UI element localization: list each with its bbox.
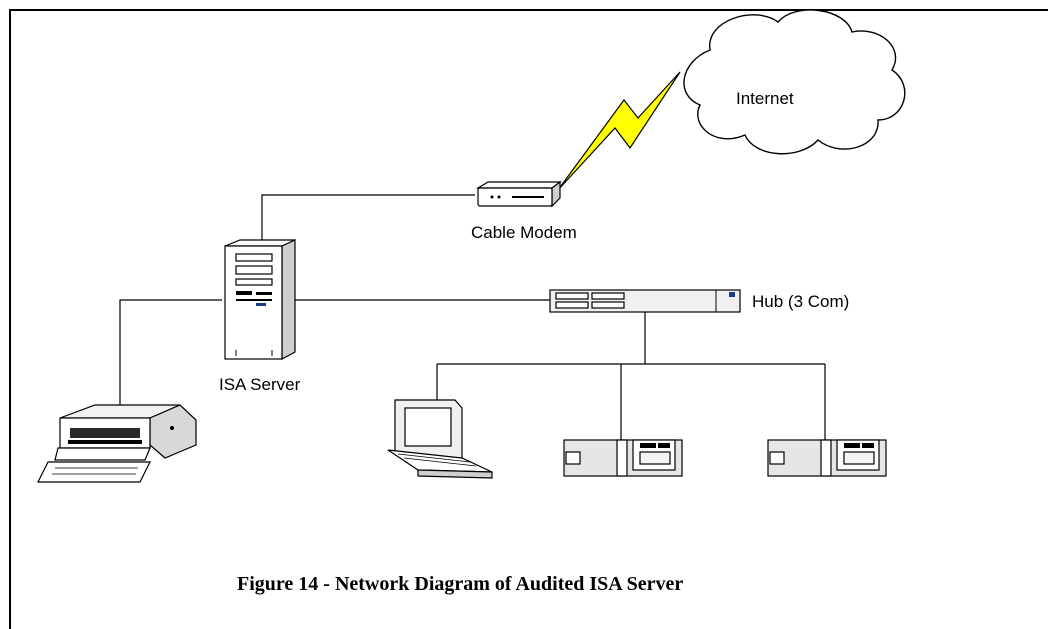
connections [119, 194, 826, 440]
hub-label: Hub (3 Com) [752, 292, 849, 311]
figure-caption: Figure 14 - Network Diagram of Audited I… [237, 573, 683, 595]
diagram-frame [9, 9, 1048, 629]
cable-modem-icon [475, 180, 562, 208]
isa-server-label: ISA Server [219, 375, 301, 394]
link-isa-modem [261, 194, 475, 246]
internet-cloud-icon [683, 9, 906, 155]
link-isa-printer [119, 299, 222, 405]
laptop-icon [387, 399, 493, 479]
cable-modem-label: Cable Modem [471, 223, 577, 242]
hub-icon [549, 289, 741, 313]
workstation-icon [563, 439, 683, 477]
internet-label: Internet [736, 89, 794, 108]
isa-server-icon [224, 239, 296, 361]
printer-icon [37, 404, 197, 483]
lightning-bolt [557, 71, 681, 191]
workstation-icon [767, 439, 887, 477]
